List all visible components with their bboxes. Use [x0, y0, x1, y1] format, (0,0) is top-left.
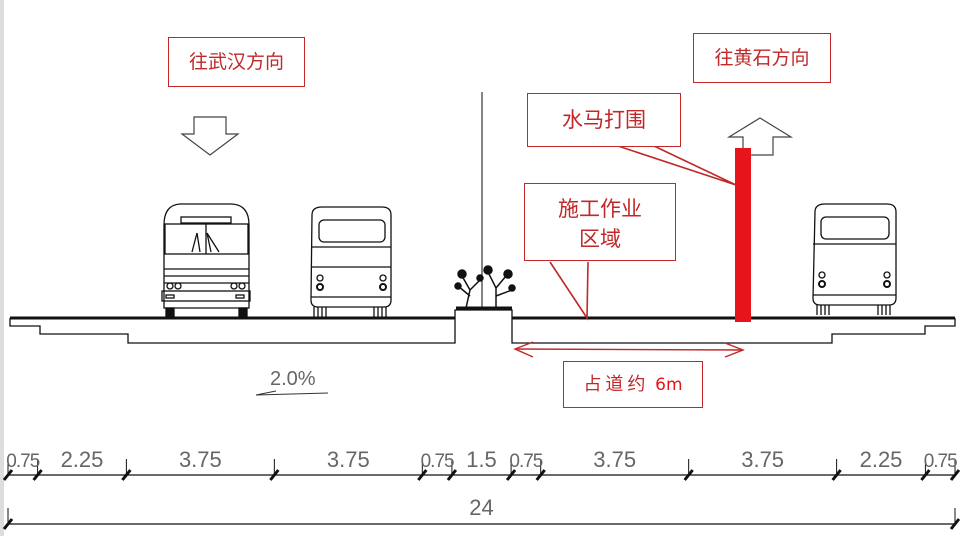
slope-label: 2.0% — [270, 368, 316, 390]
callout-work-zone: 施工作业 区域 — [524, 183, 676, 261]
arrow-up-icon — [726, 117, 794, 156]
dimension-label: 0.75 — [6, 451, 39, 472]
total-width-label: 24 — [469, 495, 493, 520]
van-rear-icon — [812, 203, 897, 315]
to-wuhan-label: 往武汉方向 — [188, 51, 284, 73]
water-barrier — [735, 148, 751, 322]
dimension-label: 2.25 — [61, 447, 104, 472]
road-slab — [9, 309, 956, 344]
occupy-width-value: 6m — [655, 375, 683, 395]
dimension-lines: 0.75 2.25 3.75 3.75 0.75 1.5 0.75 3.75 3.75 2.25 0… — [2, 447, 961, 530]
dimension-label: 3.75 — [179, 447, 222, 472]
median-shrub-icon — [454, 265, 516, 310]
dimension-label: 1.5 — [466, 447, 497, 472]
dimension-label: 0.75 — [421, 451, 454, 472]
callout-to-huangshi: 往黄石方向 — [693, 33, 831, 83]
arrow-down-icon — [180, 116, 240, 156]
image-edge — [0, 0, 4, 536]
bus-front-icon — [161, 203, 251, 319]
dimension-label: 3.75 — [593, 447, 636, 472]
to-huangshi-label: 往黄石方向 — [714, 47, 810, 69]
slope-arrow — [255, 390, 329, 396]
barrier-callout-pointer — [617, 145, 737, 186]
work-zone-callout-pointer — [549, 261, 589, 321]
occupy-label: 占道约 — [583, 374, 650, 395]
dimension-label: 3.75 — [327, 447, 370, 472]
callout-to-wuhan: 往武汉方向 — [168, 37, 305, 87]
van-rear-icon — [310, 206, 392, 317]
occupy-width-arrow — [513, 341, 745, 358]
dimension-label: 0.75 — [924, 451, 957, 472]
work-zone-label-line2: 区域 — [579, 227, 621, 251]
water-barrier-label: 水马打围 — [562, 108, 646, 132]
callout-occupy-width: 占道约 6m — [563, 361, 703, 408]
callout-water-barrier: 水马打围 — [527, 93, 681, 147]
dimension-label: 3.75 — [741, 447, 784, 472]
work-zone-label-line1: 施工作业 — [558, 197, 642, 221]
dimension-label: 0.75 — [509, 451, 542, 472]
dimension-label: 2.25 — [860, 447, 903, 472]
